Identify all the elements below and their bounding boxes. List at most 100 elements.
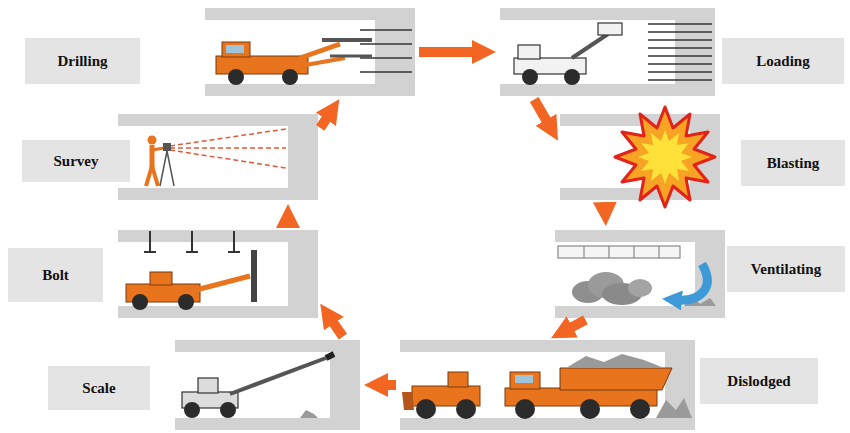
- cycle-arrow: [419, 47, 482, 57]
- bolting-scene: [118, 230, 318, 318]
- step-label: Loading: [722, 38, 844, 84]
- bolting-scene: [150, 272, 172, 285]
- cycle-arrow: [600, 204, 610, 212]
- loading-scene: [648, 23, 712, 25]
- survey-scene: [118, 114, 318, 200]
- cycle-arrow: [378, 380, 396, 390]
- drilling-scene: [205, 20, 375, 84]
- drilling-scene: [300, 58, 345, 66]
- loading-scene: [648, 47, 712, 49]
- survey-scene: [170, 129, 286, 146]
- survey-scene: [148, 136, 157, 145]
- step-label: Dislodged: [700, 358, 818, 404]
- scaling-scene: [175, 352, 330, 418]
- blasting-scene: [615, 107, 715, 207]
- loading-scene: [648, 79, 712, 81]
- step-panel: Dislodged: [400, 340, 695, 430]
- bolting-scene: [233, 231, 235, 252]
- step-label: Drilling: [25, 38, 140, 84]
- survey-scene: [152, 166, 158, 186]
- loading-scene: [598, 23, 622, 35]
- drilling-scene: [282, 69, 298, 85]
- mucking-scene: [560, 368, 672, 390]
- bolting-scene: [132, 294, 148, 310]
- step-panel: Bolt: [118, 230, 318, 318]
- bolting-scene: [228, 251, 240, 253]
- loading-scene: [648, 63, 712, 65]
- step-panel: Survey: [118, 114, 318, 200]
- mucking-scene: [630, 399, 650, 419]
- ventilating-scene: [628, 279, 652, 297]
- blasting-scene: [560, 107, 720, 207]
- mucking-scene: [656, 398, 692, 418]
- mucking-scene: [515, 399, 535, 419]
- mucking-scene: [456, 399, 476, 419]
- scaling-scene: [326, 354, 334, 358]
- scaling-scene: [184, 402, 200, 418]
- survey-scene: [160, 151, 167, 186]
- drilling-scene: [360, 29, 412, 31]
- loading-scene: [648, 55, 712, 57]
- mucking-scene: [402, 392, 414, 410]
- step-label: Blasting: [741, 140, 845, 186]
- step-panel: Scale: [175, 340, 360, 430]
- loading-scene: [522, 69, 538, 85]
- mucking-scene: [580, 399, 600, 419]
- cycle-arrow: [328, 315, 343, 336]
- ventilating-scene: [676, 264, 707, 300]
- mucking-scene: [566, 354, 664, 368]
- drilling-scene: [226, 45, 244, 53]
- scaling-scene: [175, 340, 360, 430]
- ventilating-scene: [555, 242, 695, 306]
- scaling-scene: [220, 402, 236, 418]
- step-panel: Ventilating: [555, 230, 725, 318]
- drilling-scene: [222, 42, 250, 57]
- cycle-arrow: [563, 320, 585, 332]
- survey-scene: [152, 148, 164, 150]
- loading-scene: [518, 45, 540, 59]
- bolting-scene: [144, 251, 156, 253]
- bolting-scene: [251, 250, 257, 302]
- cycle-arrow: [534, 99, 551, 128]
- mucking-scene: [510, 372, 540, 389]
- loading-scene: [648, 31, 712, 33]
- survey-scene: [170, 147, 286, 149]
- drilling-scene: [360, 43, 412, 45]
- bolting-scene: [178, 294, 194, 310]
- step-panel: Drilling: [205, 8, 415, 96]
- bolting-scene: [118, 230, 318, 318]
- survey-scene: [163, 143, 171, 151]
- cycle-arrow: [320, 111, 331, 128]
- loading-scene: [572, 34, 608, 58]
- survey-scene: [167, 151, 174, 186]
- mucking-scene: [400, 340, 695, 430]
- cycle-arrow: [283, 218, 293, 226]
- bolting-scene: [149, 231, 151, 252]
- drilling-scene: [228, 69, 244, 85]
- step-label: Scale: [48, 366, 150, 410]
- bolting-scene: [186, 251, 198, 253]
- loading-scene: [564, 69, 580, 85]
- loading-scene: [648, 39, 712, 41]
- survey-scene: [118, 114, 318, 200]
- survey-scene: [118, 126, 288, 188]
- drilling-scene: [360, 71, 412, 73]
- loading-scene: [500, 20, 675, 84]
- bolting-scene: [191, 231, 193, 252]
- ventilating-scene: [583, 246, 584, 258]
- scaling-scene: [198, 378, 218, 393]
- ventilating-scene: [658, 246, 659, 258]
- step-panel: Blasting: [560, 114, 720, 200]
- blasting-scene: [638, 130, 692, 184]
- survey-scene: [170, 150, 286, 168]
- scaling-scene: [300, 410, 318, 418]
- ventilating-scene: [555, 230, 725, 318]
- bolting-scene: [196, 276, 250, 290]
- ventilating-scene: [555, 230, 725, 318]
- loading-scene: [648, 71, 712, 73]
- loading-scene: [500, 8, 715, 96]
- ventilating-scene: [558, 246, 680, 258]
- step-label: Bolt: [8, 248, 103, 302]
- drilling-scene: [322, 38, 372, 42]
